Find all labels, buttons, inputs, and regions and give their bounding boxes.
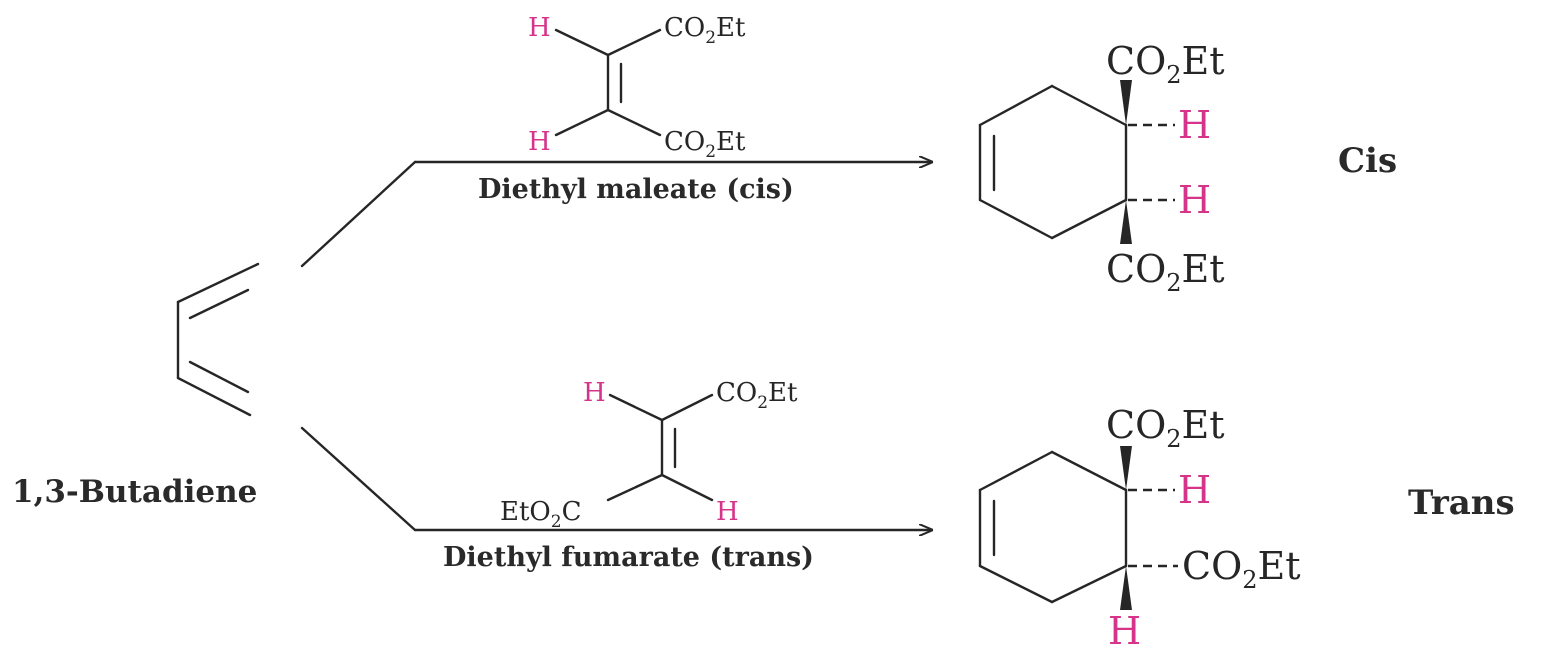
trans-wedge-bottom bbox=[1120, 566, 1132, 610]
trans-label: Trans bbox=[1408, 483, 1515, 523]
fumarate-h2: H bbox=[716, 497, 739, 527]
cis-product-h1: H bbox=[1178, 103, 1211, 147]
butadiene-structure bbox=[176, 262, 260, 417]
cis-ring-bond-4 bbox=[1050, 198, 1128, 240]
butadiene-double-bond-inner-2 bbox=[188, 360, 250, 394]
top-reagent-name: Diethyl maleate (cis) bbox=[478, 174, 794, 205]
cis-product-ring bbox=[978, 80, 1175, 244]
trans-product-ring bbox=[978, 446, 1178, 610]
maleate-bond-co2et2 bbox=[606, 108, 662, 137]
maleate-bond-h2 bbox=[554, 108, 610, 137]
cis-ring-bond-2 bbox=[1050, 84, 1128, 127]
butadiene-double-bond-inner-1 bbox=[188, 288, 250, 320]
fumarate-bond-h2 bbox=[660, 473, 714, 502]
butadiene-bond-c1c2 bbox=[176, 262, 260, 304]
top-branch-line bbox=[300, 160, 417, 268]
fumarate-ester-1: CO2Et bbox=[716, 378, 798, 413]
trans-side-ester: CO2Et bbox=[1182, 544, 1301, 594]
maleate-h1: H bbox=[528, 13, 551, 43]
trans-wedge-top bbox=[1120, 446, 1132, 490]
diethyl-fumarate-structure bbox=[606, 393, 714, 502]
cis-bottom-ester: CO2Et bbox=[1106, 247, 1225, 297]
fumarate-bond-h1 bbox=[608, 393, 664, 422]
trans-ring-bond-2 bbox=[1050, 450, 1128, 492]
diethyl-maleate-structure bbox=[554, 28, 662, 137]
cis-wedge-top bbox=[1120, 80, 1132, 125]
cis-top-ester: CO2Et bbox=[1106, 39, 1225, 89]
cis-ring-bond-1 bbox=[978, 84, 1054, 127]
trans-ring-bond-1 bbox=[978, 450, 1054, 492]
trans-product-h1: H bbox=[1178, 468, 1211, 512]
maleate-bond-h1 bbox=[554, 28, 610, 57]
maleate-h2: H bbox=[528, 127, 551, 157]
fumarate-ester-2: EtO2C bbox=[500, 497, 581, 532]
trans-ring-bond-5 bbox=[978, 564, 1054, 604]
butadiene-bond-c3c4 bbox=[176, 376, 252, 417]
fumarate-bond-co2et2 bbox=[606, 473, 664, 502]
trans-top-ester: CO2Et bbox=[1106, 403, 1225, 453]
fumarate-h1: H bbox=[583, 378, 606, 408]
cis-wedge-bottom bbox=[1120, 200, 1132, 244]
bottom-reagent-name: Diethyl fumarate (trans) bbox=[443, 542, 814, 573]
cis-label: Cis bbox=[1338, 141, 1397, 181]
fumarate-bond-co2et1 bbox=[660, 393, 714, 422]
trans-product-h2: H bbox=[1108, 609, 1141, 649]
maleate-ester-1: CO2Et bbox=[664, 13, 746, 48]
cis-ring-bond-5 bbox=[978, 198, 1054, 240]
trans-ring-bond-4 bbox=[1050, 564, 1128, 604]
maleate-ester-2: CO2Et bbox=[664, 127, 746, 162]
butadiene-label: 1,3-Butadiene bbox=[12, 474, 257, 510]
bottom-branch-line bbox=[300, 426, 417, 532]
cis-product-h2: H bbox=[1178, 178, 1211, 222]
maleate-bond-co2et1 bbox=[606, 28, 662, 57]
